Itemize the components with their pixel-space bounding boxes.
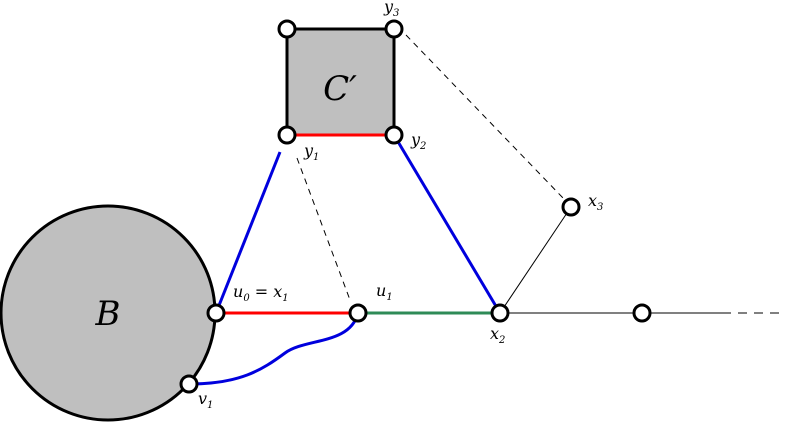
node-c-top-left	[277, 19, 297, 39]
edge-y2-x2	[395, 139, 502, 314]
edge-v1-u1	[188, 312, 360, 386]
region-c-label: C′	[323, 69, 357, 109]
node-x2	[490, 303, 510, 323]
edge-x2-x3	[499, 206, 572, 314]
label-v1: v1	[198, 389, 213, 411]
label-x2: x2	[490, 324, 505, 346]
label-y3: y3	[383, 0, 399, 19]
label-x3: x3	[588, 191, 603, 213]
node-y3	[384, 19, 404, 39]
node-y2	[384, 125, 404, 145]
node-y1	[277, 125, 297, 145]
region-c-prime	[285, 27, 396, 137]
node-x3	[561, 197, 581, 217]
node-v1	[179, 374, 199, 394]
node-u1	[348, 303, 368, 323]
region-b-label: B	[95, 294, 121, 334]
edge-u0-y1	[214, 151, 282, 314]
label-y2: y2	[410, 130, 426, 152]
label-y1: y1	[303, 141, 319, 163]
node-u0	[206, 303, 226, 323]
label-u0-x1: u0 = x1	[233, 282, 289, 304]
edge-y1-u1-dashed	[296, 157, 351, 301]
edge-y3-x3-dashed	[405, 34, 564, 199]
node-right	[632, 303, 652, 323]
label-u1: u1	[376, 281, 393, 303]
